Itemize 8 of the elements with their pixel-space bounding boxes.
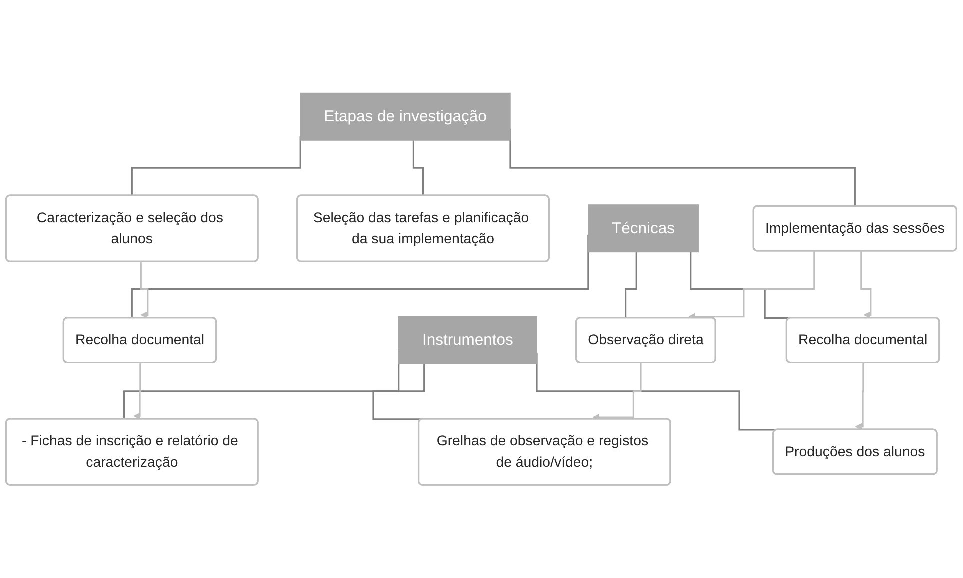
arrow — [855, 362, 864, 430]
arrow — [134, 362, 142, 420]
node-box: Etapas de investigação — [300, 92, 511, 141]
node-box: Técnicas — [588, 204, 699, 252]
arrow — [140, 262, 149, 318]
connector — [412, 140, 424, 197]
arrow — [860, 251, 872, 318]
node-box: Instrumentos — [398, 316, 538, 364]
